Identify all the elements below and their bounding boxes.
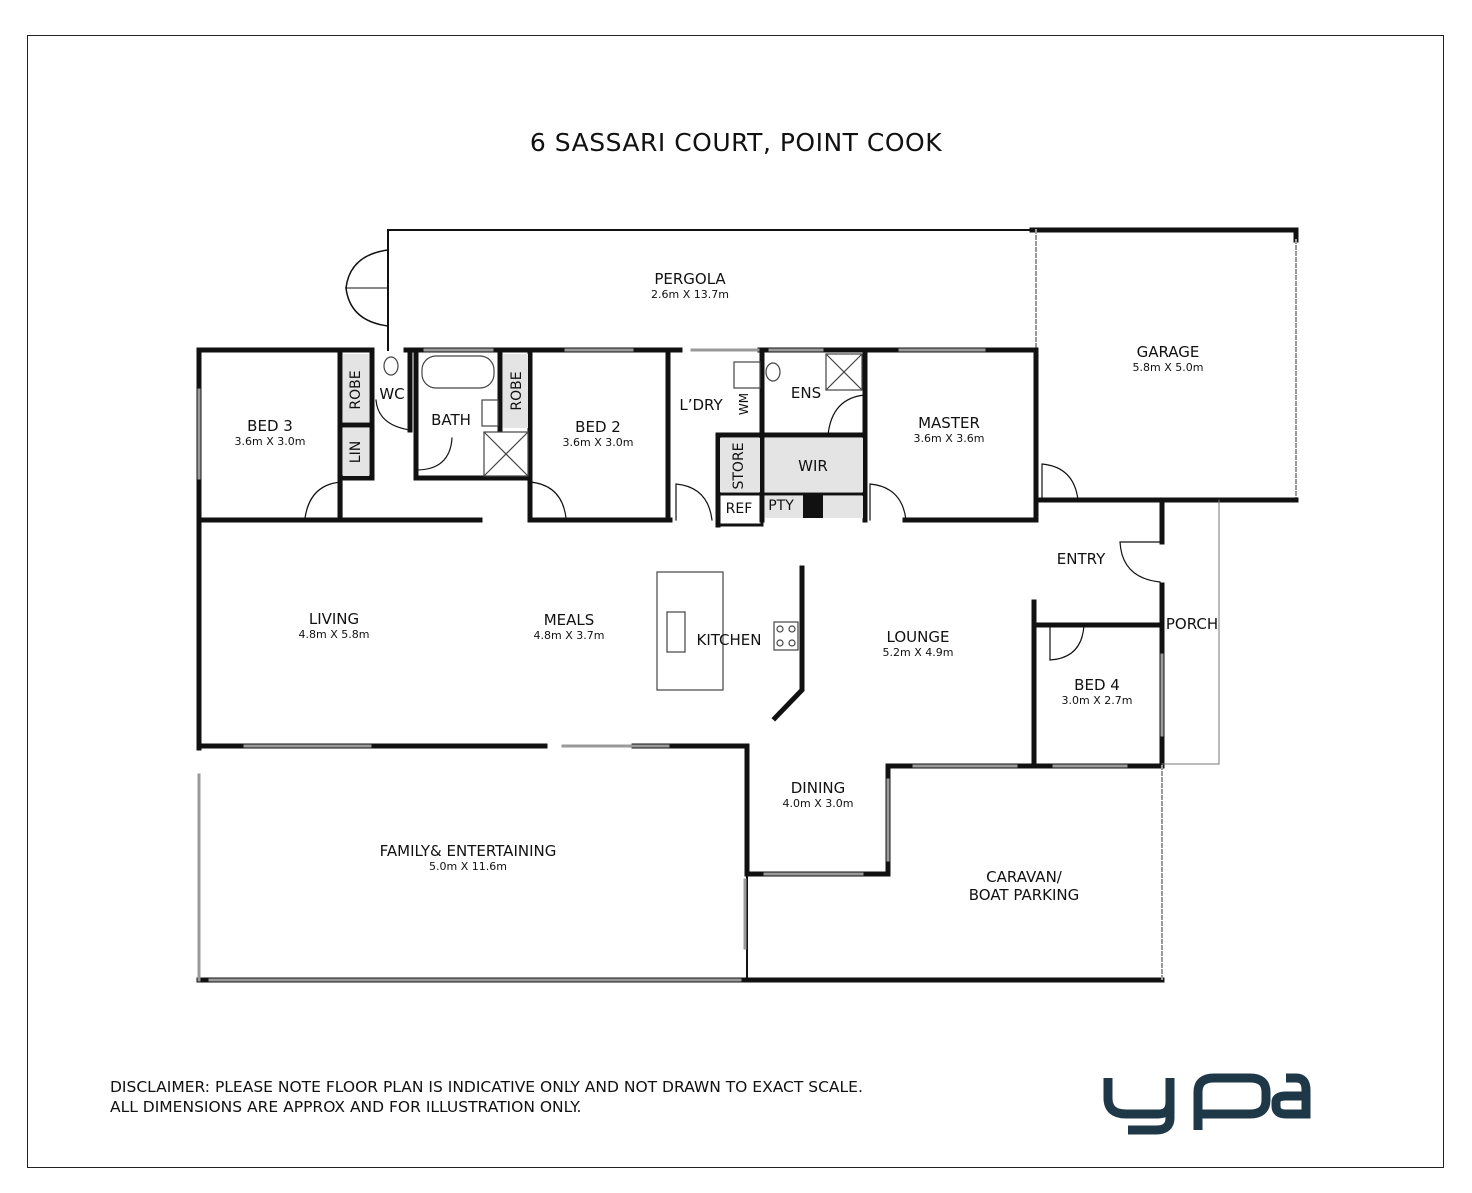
label-bath: BATH — [431, 411, 471, 429]
label-lin: LIN — [348, 440, 364, 464]
label-porch: PORCH — [1165, 615, 1219, 633]
label-robe-left: ROBE — [348, 370, 364, 410]
disclaimer-line-2: ALL DIMENSIONS ARE APPROX AND FOR ILLUST… — [110, 1098, 582, 1116]
kitchen-island-icon — [656, 571, 724, 691]
page-title: 6 SASSARI COURT, POINT COOK — [529, 128, 943, 157]
label-ref: REF — [725, 501, 753, 517]
ensuite-toilet-icon — [765, 362, 781, 382]
cooktop-icon — [773, 621, 799, 651]
fridge-space-icon — [803, 494, 823, 518]
porch-outline — [1161, 499, 1220, 765]
disclaimer: DISCLAIMER: PLEASE NOTE FLOOR PLAN IS IN… — [110, 1077, 863, 1117]
door-swings — [304, 394, 1163, 661]
shower-icon — [483, 431, 529, 477]
disclaimer-line-1: DISCLAIMER: PLEASE NOTE FLOOR PLAN IS IN… — [110, 1078, 863, 1096]
label-store: STORE — [731, 442, 747, 490]
fixtures — [383, 353, 863, 691]
label-wc: WC — [379, 385, 405, 403]
label-ldry: L’DRY — [679, 396, 723, 414]
bathtub-icon — [421, 355, 495, 389]
vanity-icon — [481, 399, 499, 427]
label-robe-right: ROBE — [509, 371, 525, 411]
page-border — [27, 35, 1444, 1168]
laundry-tub-icon — [733, 361, 761, 389]
toilet-icon — [383, 356, 399, 376]
sink-icon — [666, 611, 686, 653]
label-kitchen: KITCHEN — [696, 631, 762, 649]
room-caravan: CARAVAN/BOAT PARKING — [968, 868, 1080, 904]
ypa-logo — [1103, 1073, 1311, 1135]
ensuite-shower-icon — [825, 353, 863, 391]
label-entry: ENTRY — [1056, 550, 1106, 568]
pergola-outline — [387, 229, 1033, 351]
label-ens: ENS — [790, 384, 822, 402]
label-pty: PTY — [768, 498, 794, 514]
pergola-door-arcs — [345, 249, 389, 327]
label-wir: WIR — [798, 457, 828, 475]
windows — [197, 348, 1164, 982]
label-wm: WM — [737, 392, 751, 416]
